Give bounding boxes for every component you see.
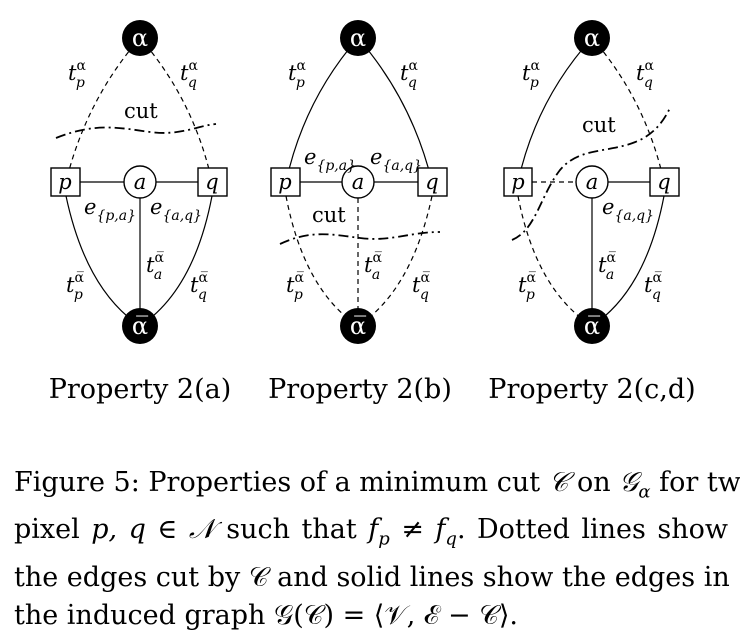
figure-diagram: .solid { stroke: #000; stroke-width: 1.2…	[49, 20, 696, 405]
label-e-pa: e{p,a}	[304, 145, 356, 174]
alpha-node-label: α	[350, 24, 366, 52]
label-e-aq: e{a,q}	[370, 145, 422, 174]
q-node-label: q	[657, 170, 670, 194]
label-ta-bar: tα̅a	[146, 250, 164, 283]
q-node-label: q	[425, 170, 438, 194]
alpha-node	[574, 20, 610, 56]
panel-label: Property 2(b)	[268, 374, 452, 405]
alpha-bar-node	[574, 308, 610, 344]
q-node	[649, 167, 680, 197]
label-tq-bar: tα̅q	[190, 270, 208, 303]
label-tp-bar: tα̅p	[286, 270, 304, 303]
edge-alpha-q	[591, 37, 665, 183]
alpha-bar-node-label: α̅	[350, 312, 366, 340]
edge-p-alphabar	[517, 195, 593, 327]
edge-alpha-p	[285, 37, 359, 183]
label-tp-bar: tα̅p	[518, 270, 536, 303]
edge-alpha-q	[139, 37, 213, 183]
p-node	[503, 167, 533, 197]
a-node-label: a	[352, 170, 365, 194]
label-tq-bar: tα̅q	[644, 270, 662, 303]
alpha-node-label: α	[132, 24, 148, 52]
p-node-label: p	[511, 170, 524, 194]
alpha-bar-node-label: α̅	[584, 312, 600, 340]
edge-alpha-p	[65, 37, 141, 183]
panel-label: Property 2(a)	[49, 374, 232, 405]
p-node-label: p	[58, 170, 71, 194]
alpha-node-label: α	[584, 24, 600, 52]
q-node	[197, 167, 228, 197]
alpha-bar-node	[340, 308, 376, 344]
label-ta-bar: tα̅a	[364, 250, 382, 283]
alpha-bar-node	[122, 308, 158, 344]
q-node	[417, 167, 448, 197]
cut-label: cut	[312, 203, 346, 227]
alpha-node	[122, 20, 158, 56]
edge-alpha-q	[357, 37, 433, 183]
label-e-aq: e{a,q}	[150, 195, 202, 224]
alpha-node	[340, 20, 376, 56]
a-node	[123, 165, 157, 199]
cut-label: cut	[124, 99, 158, 123]
a-node	[341, 165, 375, 199]
label-ta-bar: tα̅a	[598, 250, 616, 283]
caption-line-3: the edges cut by 𝒞 and solid lines show …	[14, 561, 730, 593]
cut-line	[279, 231, 441, 245]
label-e-pa: e{p,a}	[84, 195, 136, 224]
caption-line-2: pixel p, q ∈ 𝒩 such that fp ≠ fq. Dotted…	[14, 514, 728, 550]
label-tq-bar: tα̅q	[412, 270, 430, 303]
label-e-aq: e{a,q}	[602, 195, 654, 224]
figure-caption: Figure 5: Properties of a minimum cut 𝒞 …	[14, 464, 740, 635]
q-node-label: q	[205, 170, 218, 194]
cut-line	[55, 123, 217, 139]
label-tp-bar: tα̅p	[66, 270, 84, 303]
a-node-label: a	[134, 170, 147, 194]
a-node-label: a	[586, 170, 599, 194]
cut-label: cut	[582, 113, 616, 137]
p-node-label: p	[278, 170, 291, 194]
p-node	[50, 167, 81, 197]
caption-line-1: Figure 5: Properties of a minimum cut 𝒞 …	[14, 467, 740, 503]
a-node	[575, 165, 609, 199]
caption-line-4: the induced graph 𝒢(𝒞) = ⟨𝒱, ℰ − 𝒞⟩.	[14, 599, 519, 631]
panel-label: Property 2(c,d)	[488, 374, 695, 405]
edge-alpha-p	[517, 37, 593, 183]
p-node	[270, 167, 301, 197]
alpha-bar-node-label: α̅	[132, 312, 148, 340]
